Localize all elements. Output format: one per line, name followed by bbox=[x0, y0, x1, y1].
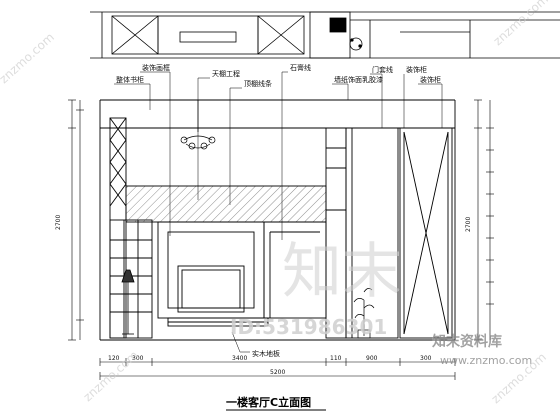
callout-c4: 顶棚线条 bbox=[244, 79, 272, 88]
dimension-right bbox=[474, 99, 494, 341]
dimension-left-total: 2700 bbox=[55, 215, 62, 230]
callouts: 装饰画框 整体书柜 天棚工程 顶棚线条 石膏线 墙纸饰面乳胶漆 门套线 装饰柜 … bbox=[116, 63, 441, 358]
dimension-bottom bbox=[99, 358, 456, 380]
watermark-url: www.znzmo.com bbox=[440, 354, 532, 367]
watermark-big: 知末 bbox=[282, 237, 402, 307]
dimension-bottom-0: 120 bbox=[108, 355, 120, 362]
elevation-frame bbox=[99, 99, 456, 341]
dimension-bottom-3: 110 bbox=[330, 355, 342, 362]
callout-c9: 实木地板 bbox=[252, 349, 280, 358]
callout-c7: 门套线 bbox=[372, 65, 393, 74]
plant-icon bbox=[353, 288, 375, 339]
watermark-diagonal-2: znzmo.com bbox=[491, 0, 551, 48]
drawing-title: 一楼客厅C立面图 bbox=[226, 395, 311, 409]
dimension-left bbox=[68, 99, 84, 341]
plan-strip bbox=[90, 11, 560, 59]
callout-c2: 整体书柜 bbox=[116, 75, 144, 84]
watermark-id: ID:531986301 bbox=[230, 315, 387, 339]
callout-c5: 石膏线 bbox=[290, 63, 311, 72]
dimension-right-total: 2700 bbox=[465, 217, 472, 232]
dimension-overall: 5200 bbox=[270, 369, 285, 376]
dimension-bottom-5: 300 bbox=[420, 355, 432, 362]
leader-lines bbox=[114, 71, 443, 353]
dimension-bottom-2: 3400 bbox=[232, 355, 247, 362]
chandelier-icon bbox=[180, 100, 216, 150]
watermark-site-name: 知末资料库 bbox=[432, 333, 502, 350]
floor-lamp-icon bbox=[121, 269, 135, 335]
watermark-diagonal-1: znzmo.com bbox=[0, 30, 57, 86]
dimension-bottom-4: 900 bbox=[366, 355, 378, 362]
callout-c6: 墙纸饰面乳胶漆 bbox=[334, 75, 383, 84]
callout-c8: 装饰柜 bbox=[420, 75, 441, 84]
callout-c8b: 装饰柜 bbox=[406, 65, 427, 74]
callout-c3: 天棚工程 bbox=[212, 69, 240, 78]
callout-c1: 装饰画框 bbox=[142, 63, 170, 72]
dimension-bottom-1: 300 bbox=[132, 355, 144, 362]
